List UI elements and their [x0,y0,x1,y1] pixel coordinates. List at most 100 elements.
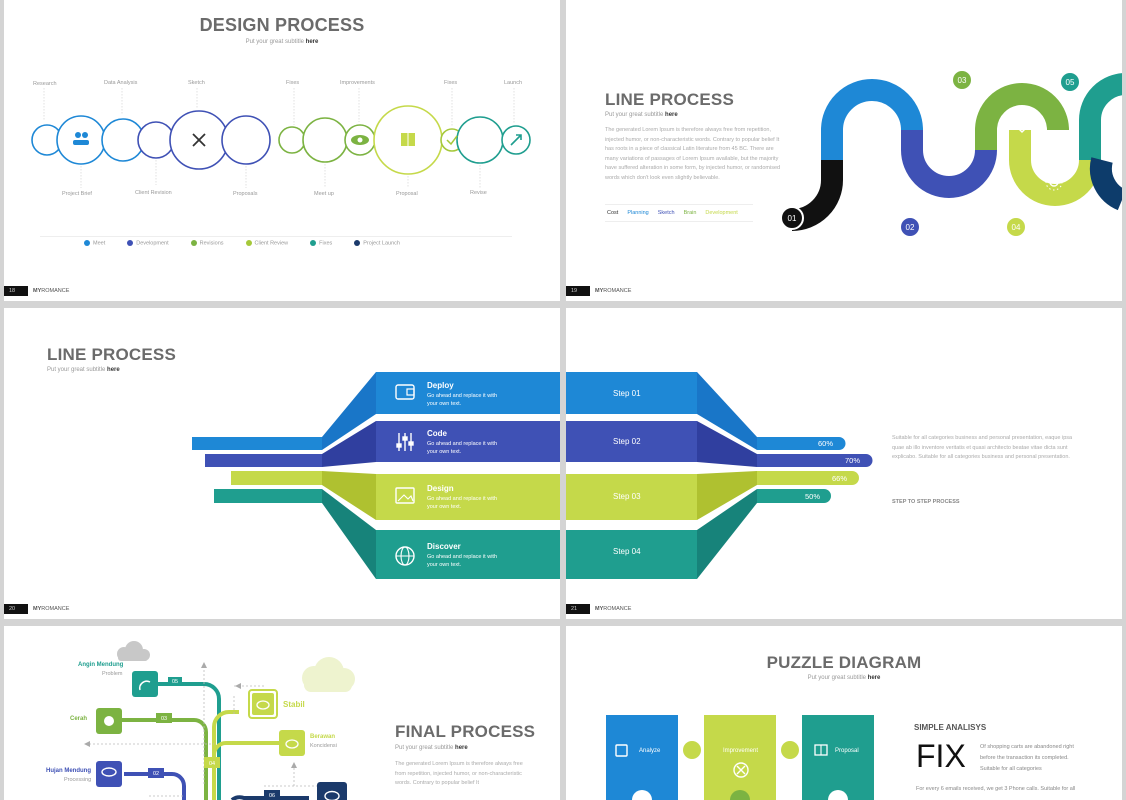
badge-02: 02 [153,771,159,777]
slide-title: PUZZLE DIAGRAM [766,653,922,672]
circle-chain [31,88,531,188]
legend-item: Client Review [245,240,288,246]
row-desc: your own text. [427,401,462,407]
label-research: Research [33,81,57,87]
num-04: 04 [1012,223,1021,232]
tab-development[interactable]: Development [705,210,738,216]
globe-icon [395,546,415,566]
row-desc: Go ahead and replace it with [427,496,498,502]
tools-icon [733,762,749,778]
wallet-icon [395,384,415,400]
label-project-brief: Project Brief [62,191,92,197]
document-icon [615,744,628,757]
body-text: The generated Lorem Ipsum is therefore a… [395,761,523,786]
label-launch: Launch [504,80,523,86]
badge-05: 05 [172,679,178,685]
percent-2: 70% [845,456,861,465]
slide-final-process[interactable]: 05 03 02 04 06 Angin Mendung Problem Cer… [4,626,560,800]
body-text: The generated Lorem Ipsum is therefore a… [605,127,781,181]
diamond-icon [1012,117,1032,134]
row-desc: Go ahead and replace it with [427,441,498,447]
label-revise: Revise [470,190,487,196]
label-berawan: Berawan [310,734,336,740]
label-fixes: Fixes [286,80,300,86]
row-title: Design [427,484,454,493]
page-number: 21 [566,604,590,614]
row-deploy: Deploy Go ahead and replace it with your… [427,381,497,408]
label-data-analysis: Data Analysis [104,80,138,86]
label-stabil: Stabil [283,700,305,709]
label-sketch: Sketch [188,80,205,86]
tab-sketch[interactable]: Sketch [657,210,675,216]
legend-item: Fixes [310,240,332,246]
slide-subtitle: Put your great subtitle here [395,745,468,751]
label-processing: Processing [64,777,92,783]
slide-design-process[interactable]: DESIGN PROCESS Put your great subtitle h… [4,0,560,301]
slide-subtitle: Put your great subtitle here [47,367,120,373]
cloud-icon [252,693,274,715]
slide-line-process-wave[interactable]: LINE PROCESS Put your great subtitle her… [566,0,1122,301]
badge-04: 04 [209,761,215,767]
row-discover: Discover Go ahead and replace it with yo… [427,542,497,569]
label-cerah: Cerah [70,716,88,722]
badge-03: 03 [161,716,167,722]
step-04: Step 04 [613,547,641,556]
page-number: 18 [4,286,28,296]
slide-title: FINAL PROCESS [395,722,536,741]
legend-item: Project Launch [354,240,400,246]
slide-footer: 20 MYROMANCE [4,604,69,614]
piece-analyze: Analyze [639,748,661,754]
slide-line-process-funnel[interactable]: LINE PROCESS Put your great subtitle her… [4,308,560,619]
slide-subtitle: Put your great subtitle here [245,39,319,45]
ticket-icon [855,115,873,133]
storm-icon [132,671,158,697]
label-hujan-mendung: Hujan Mendung [46,768,91,774]
row-title: Code [427,429,447,438]
percent-4: 50% [805,492,821,501]
row-title: Discover [427,542,461,551]
tab-cost[interactable]: Cost [607,210,619,216]
slide-subtitle: Put your great subtitle here [605,112,678,118]
sliders-icon [396,433,414,451]
row-design: Design Go ahead and replace it with your… [427,484,497,511]
slide-footer: 19 MYROMANCE [566,286,631,296]
tab-planning[interactable]: Planning [627,210,649,216]
brand: MYROMANCE [33,288,70,294]
slide-puzzle[interactable]: PUZZLE DIAGRAM Put your great subtitle h… [566,626,1122,800]
body-text: Suitable for all categories business and… [892,435,1073,460]
slide-title: LINE PROCESS [605,90,734,109]
row-title: Deploy [427,381,454,390]
check-icon [446,135,458,146]
pencil-icon [940,158,956,174]
analysis-title: SIMPLE ANALISYS [914,723,987,732]
row-desc: your own text. [427,449,462,455]
percent-3: 66% [832,474,848,483]
label-koncidensi: Koncidensi [310,743,337,749]
row-code: Code Go ahead and replace it with your o… [427,429,497,456]
analysis-text: Of shopping carts are abandoned right be… [980,744,1074,772]
slide-title: LINE PROCESS [47,345,176,364]
rocket-icon [510,134,522,146]
tools-icon [192,133,206,147]
label-meet-up: Meet up [314,191,334,197]
tabs: Cost Planning Sketch Brain Development [607,210,738,216]
step-02: Step 02 [613,437,641,446]
slide-steps[interactable]: Step 01 Step 02 Step 03 Step 04 60% 70% … [566,308,1122,619]
percent-1: 60% [818,439,834,448]
label-fixes-2: Fixes [444,80,458,86]
tab-brain[interactable]: Brain [683,210,697,216]
book-icon [814,744,828,756]
num-03: 03 [958,76,967,85]
label-proposal: Proposal [396,191,418,197]
label-problem: Problem [102,671,123,677]
label-client-revision: Client Revision [135,190,172,196]
big-word-fix: FIX [916,738,966,774]
badge-06: 06 [269,793,275,799]
row-desc: Go ahead and replace it with [427,393,498,399]
legend-item: Meet [84,240,105,246]
tab-divider-bottom [605,221,753,222]
row-desc: Go ahead and replace it with [427,554,498,560]
legend-item: Revisions [190,240,224,246]
sun-icon [1045,173,1063,191]
slide-title: DESIGN PROCESS [199,15,365,35]
